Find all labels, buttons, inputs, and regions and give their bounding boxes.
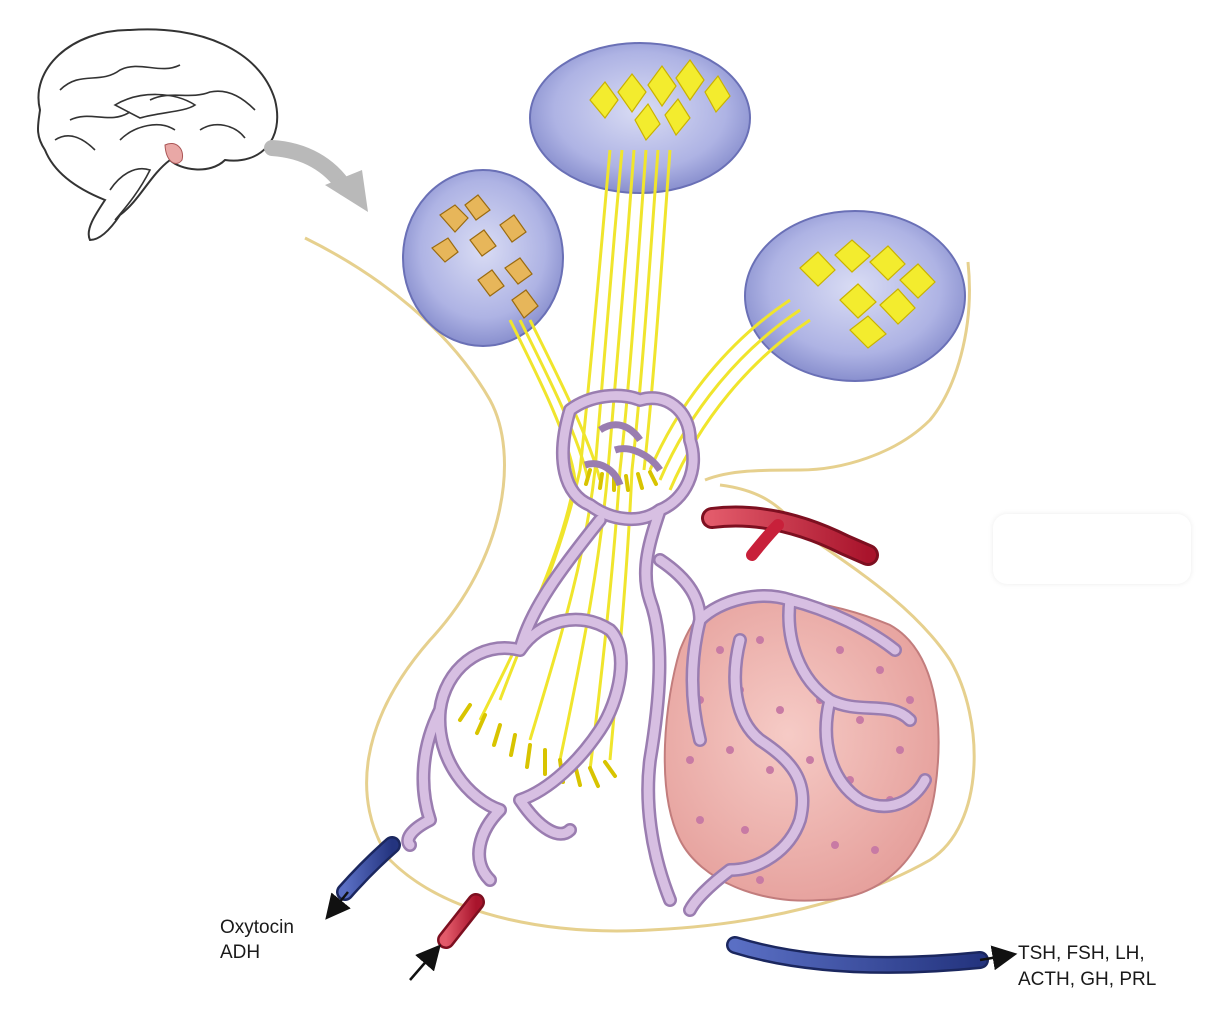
posterior-hormone-label: Oxytocin	[220, 916, 294, 940]
curved-arrow-icon	[272, 148, 368, 212]
hypothalamic-nucleus-left	[403, 170, 563, 346]
blank-label-box	[993, 514, 1191, 584]
hypothalamic-nucleus-right	[745, 211, 965, 381]
posterior-vein	[345, 845, 392, 892]
posterior-hormone-label: ADH	[220, 941, 260, 965]
brain-icon	[38, 29, 277, 240]
anterior-vein	[735, 945, 980, 965]
input-arrow-icon	[410, 950, 436, 980]
hypothalamic-nucleus-top	[530, 43, 750, 193]
inferior-hypophyseal-artery	[446, 902, 476, 940]
anterior-hormone-label: ACTH, GH, PRL	[1018, 968, 1156, 992]
anterior-hormone-label: TSH, FSH, LH,	[1018, 942, 1145, 966]
superior-hypophyseal-artery	[712, 517, 868, 555]
